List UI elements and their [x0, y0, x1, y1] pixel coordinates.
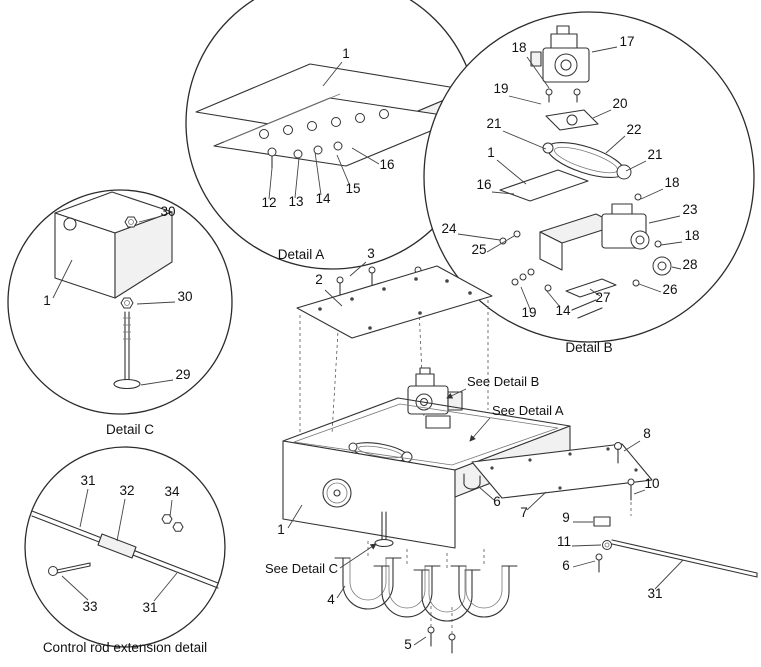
- label-part-2: 2: [315, 272, 323, 287]
- label-part-13: 13: [288, 194, 303, 209]
- detail-a-view: 1 16 15 14 13 12 Detail A: [185, 0, 479, 270]
- callout-see-detail-a: See Detail A: [492, 403, 564, 418]
- callout-see-detail-c: See Detail C: [265, 561, 338, 576]
- cover-plate-drawing: [296, 265, 493, 432]
- label-part-34: 34: [164, 484, 180, 499]
- main-leaders: [287, 261, 684, 646]
- label-part-3: 3: [367, 246, 375, 261]
- detail-b-plate-drawing: [545, 109, 599, 131]
- control-rod-view: 31 32 34 33 31 Control rod extension det…: [24, 446, 226, 655]
- label-part-12: 12: [261, 195, 276, 210]
- straps-drawing: [334, 540, 518, 654]
- label-part-30: 30: [177, 289, 192, 304]
- label-part-32: 32: [119, 483, 134, 498]
- label-part-28: 28: [682, 257, 697, 272]
- label-part-16: 16: [379, 157, 394, 172]
- side-plate-drawing: [463, 443, 653, 499]
- label-part-14: 14: [315, 191, 331, 206]
- label-part-18: 18: [511, 40, 526, 55]
- label-part-9: 9: [562, 510, 570, 525]
- detail-a-drawing: [195, 63, 469, 169]
- label-part-18: 18: [684, 228, 699, 243]
- detail-c-leaders: [52, 216, 176, 386]
- label-part-16: 16: [476, 177, 491, 192]
- detail-c-caption: Detail C: [106, 422, 154, 437]
- detail-c-view: 30 1 30 29 Detail C: [7, 189, 233, 437]
- label-part-33: 33: [82, 599, 97, 614]
- control-rod-caption: Control rod extension detail: [43, 640, 207, 655]
- main-assembly-view: 3 2 8 10 1 7 9 11 6 6 31 4 5 See Detail …: [265, 246, 758, 654]
- label-part-31: 31: [80, 473, 95, 488]
- label-part-18: 18: [664, 175, 679, 190]
- label-part-8: 8: [643, 426, 651, 441]
- control-rod-drawing: [31, 510, 219, 589]
- detail-b-gearbox-drawing: [601, 193, 672, 287]
- label-part-6: 6: [493, 494, 501, 509]
- label-part-31: 31: [647, 586, 662, 601]
- detail-b-leaders: [457, 46, 683, 310]
- label-part-21: 21: [647, 147, 662, 162]
- label-part-20: 20: [612, 96, 627, 111]
- detail-c-drawing: [54, 191, 173, 390]
- label-part-1: 1: [487, 145, 495, 160]
- right-hardware-drawing: [593, 442, 758, 578]
- label-part-21: 21: [486, 116, 501, 131]
- label-part-10: 10: [644, 476, 659, 491]
- label-part-17: 17: [619, 34, 634, 49]
- label-part-15: 15: [345, 181, 360, 196]
- callout-see-detail-b: See Detail B: [467, 374, 539, 389]
- label-part-14: 14: [555, 303, 571, 318]
- label-part-31: 31: [142, 600, 157, 615]
- label-part-11: 11: [557, 534, 571, 549]
- detail-b-caption: Detail B: [565, 340, 612, 355]
- label-part-5: 5: [404, 637, 412, 652]
- control-rod-leaders: [61, 488, 178, 602]
- label-part-27: 27: [595, 290, 610, 305]
- label-part-24: 24: [441, 221, 457, 236]
- label-part-19: 19: [521, 305, 536, 320]
- label-part-25: 25: [471, 242, 486, 257]
- label-part-6: 6: [562, 558, 570, 573]
- label-part-1: 1: [277, 522, 285, 537]
- label-part-1: 1: [43, 293, 51, 308]
- label-part-23: 23: [682, 202, 697, 217]
- detail-b-engine-drawing: [530, 25, 590, 103]
- label-part-19: 19: [493, 81, 508, 96]
- detail-a-leaders: [268, 61, 380, 200]
- detail-b-chain-drawing: [542, 141, 632, 180]
- detail-b-view: 18 19 21 1 16 24 25 19 14 17 20 22 21 18…: [423, 11, 755, 355]
- label-part-7: 7: [520, 505, 528, 520]
- detail-a-caption: Detail A: [278, 247, 325, 262]
- label-part-26: 26: [662, 282, 677, 297]
- label-part-22: 22: [626, 122, 641, 137]
- detail-b-bubble: [423, 11, 755, 343]
- label-part-29: 29: [175, 367, 190, 382]
- label-part-4: 4: [327, 592, 335, 607]
- label-part-1: 1: [342, 46, 350, 61]
- label-part-30: 30: [160, 204, 175, 219]
- detail-b-frame-drawing: [499, 169, 619, 319]
- detail-b-hardware-drawing: [499, 230, 552, 292]
